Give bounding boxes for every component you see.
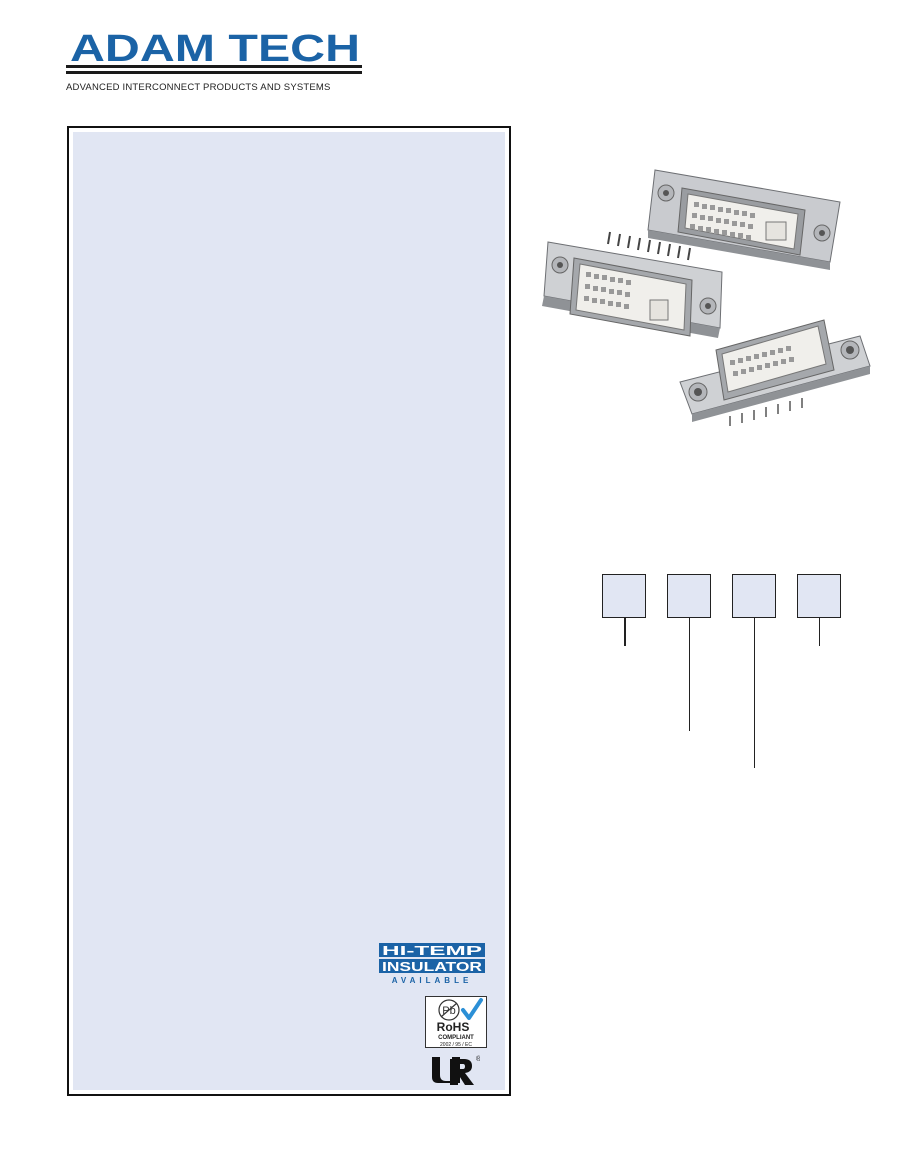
order-code-box-3 xyxy=(732,574,776,618)
rohs-compliant-badge: Pb RoHS COMPLIANT 2002 / 95 / EC xyxy=(425,996,487,1048)
order-code-leader-2 xyxy=(689,618,690,731)
hitemp-line3: AVAILABLE xyxy=(392,976,473,985)
brand-name: ADAM TECH xyxy=(70,30,360,70)
connector-top-right xyxy=(647,169,841,270)
brand-tagline: ADVANCED INTERCONNECT PRODUCTS AND SYSTE… xyxy=(66,82,331,93)
connector-bottom xyxy=(679,319,871,426)
connector-left xyxy=(542,231,723,338)
spec-panel xyxy=(67,126,511,1096)
spec-panel-body xyxy=(73,132,505,1090)
order-code-box-4 xyxy=(797,574,841,618)
order-code-leader-3 xyxy=(754,618,755,768)
brand-wordmark: ADAM TECH xyxy=(66,30,362,74)
hitemp-line1: HI-TEMP xyxy=(382,943,483,958)
order-code-box-1 xyxy=(602,574,646,618)
rohs-label: RoHS xyxy=(437,1020,470,1034)
order-code-leader-1 xyxy=(624,618,626,646)
checkmark-icon xyxy=(461,998,483,1020)
rohs-pb-symbol: Pb xyxy=(442,1005,455,1017)
order-code-box-2 xyxy=(667,574,711,618)
order-code-leader-4 xyxy=(819,618,820,646)
rohs-directive: 2002 / 95 / EC xyxy=(440,1042,472,1048)
rohs-status: COMPLIANT xyxy=(438,1035,474,1041)
ul-recognized-mark: ® xyxy=(432,1055,480,1085)
product-photo xyxy=(542,169,871,426)
hitemp-insulator-badge: HI-TEMP INSULATOR AVAILABLE xyxy=(379,943,485,985)
hitemp-line2: INSULATOR xyxy=(382,959,483,974)
ul-registered-symbol: ® xyxy=(476,1055,480,1063)
ul-r-shape xyxy=(450,1059,474,1085)
brand-logo: ADAM TECH ADVANCED INTERCONNECT PRODUCTS… xyxy=(66,30,362,96)
